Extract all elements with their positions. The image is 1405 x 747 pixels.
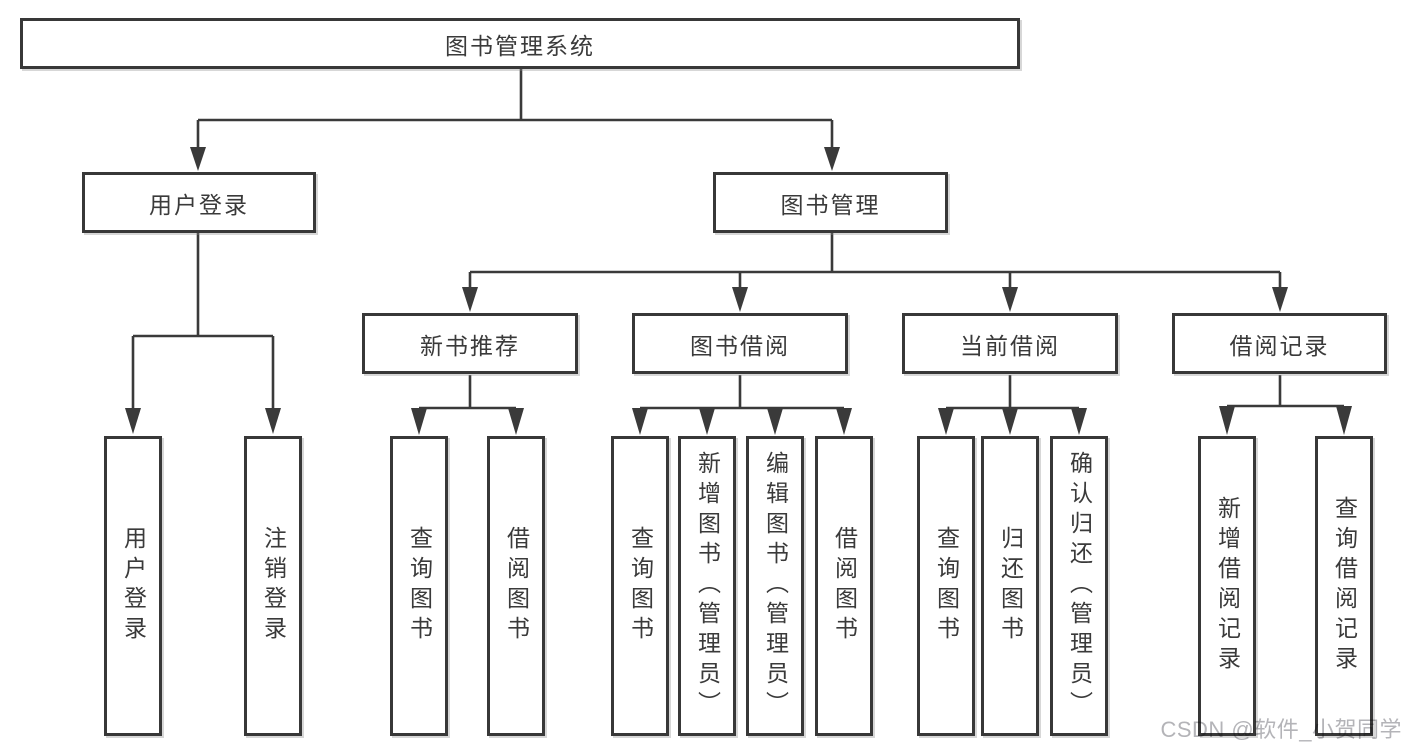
leaf-query-books-current: 查询图书 (917, 436, 975, 736)
arrowhead (767, 408, 783, 435)
leaf-query-books-recommend: 查询图书 (390, 436, 448, 736)
node-user-login: 用户登录 (82, 172, 316, 233)
arrowhead (938, 408, 954, 435)
node-book-management: 图书管理 (713, 172, 948, 233)
arrowhead (265, 408, 281, 434)
connector-root-to-level2 (196, 69, 834, 149)
node-root: 图书管理系统 (20, 18, 1020, 69)
arrowhead (508, 408, 524, 435)
connector-current-borrowing-to-children (946, 375, 1079, 410)
arrowhead (1272, 287, 1288, 312)
leaf-borrow-books-borrowing: 借阅图书 (815, 436, 873, 736)
arrowhead (1002, 287, 1018, 312)
connector-book-management-to-level3 (468, 233, 1282, 289)
connector-new-book-to-children (419, 375, 516, 410)
leaf-confirm-return-admin: 确认归还（管理员） (1050, 436, 1108, 736)
arrowhead (125, 408, 141, 434)
arrowhead (411, 408, 427, 435)
node-borrowing-records: 借阅记录 (1172, 313, 1387, 374)
leaf-user-login: 用户登录 (104, 436, 162, 736)
csdn-watermark: CSDN @软件_小贺同学 (1160, 717, 1402, 742)
leaf-logout: 注销登录 (244, 436, 302, 736)
arrowhead (1071, 408, 1087, 435)
leaf-return-books: 归还图书 (981, 436, 1039, 736)
leaf-edit-books-admin: 编辑图书（管理员） (746, 436, 804, 736)
connector-borrowing-records-to-children (1227, 375, 1344, 408)
connector-user-login-to-children (131, 233, 275, 410)
leaf-query-borrow-record: 查询借阅记录 (1315, 436, 1373, 736)
node-book-borrowing: 图书借阅 (632, 313, 848, 374)
arrowhead (1219, 406, 1235, 435)
arrowhead (1336, 406, 1352, 435)
arrowhead (836, 408, 852, 435)
arrowhead (190, 147, 206, 171)
arrowhead (1002, 408, 1018, 435)
node-current-borrowing: 当前借阅 (902, 313, 1118, 374)
arrowhead (699, 408, 715, 435)
leaf-add-books-admin: 新增图书（管理员） (678, 436, 736, 736)
leaf-add-borrow-record: 新增借阅记录 (1198, 436, 1256, 736)
arrowhead (732, 287, 748, 312)
arrowhead (824, 147, 840, 171)
node-new-book-recommendation: 新书推荐 (362, 313, 578, 374)
arrowhead (462, 287, 478, 312)
connector-book-borrowing-to-children (640, 375, 844, 410)
leaf-query-books-borrowing: 查询图书 (611, 436, 669, 736)
leaf-borrow-books-recommend: 借阅图书 (487, 436, 545, 736)
arrowhead (632, 408, 648, 435)
